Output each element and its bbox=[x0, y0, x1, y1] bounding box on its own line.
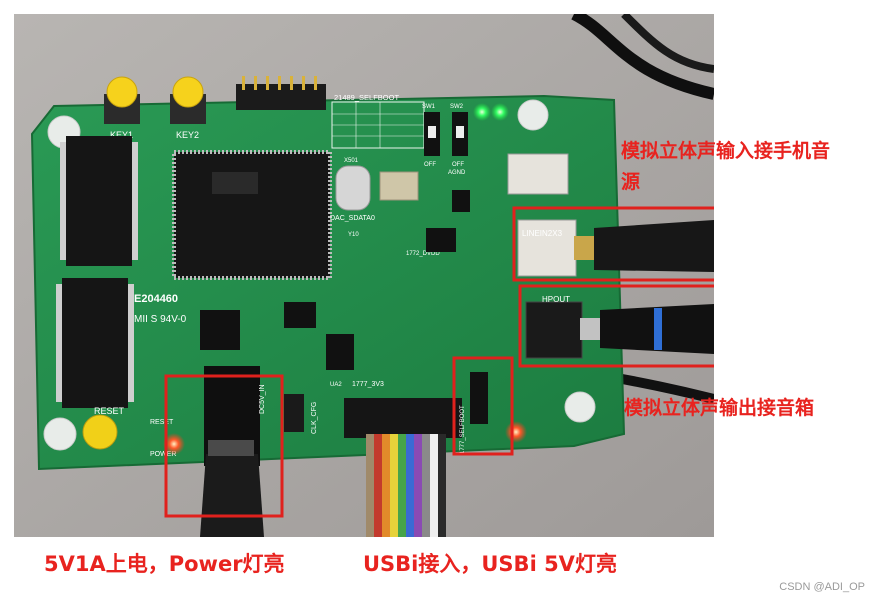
green-led-glow bbox=[491, 103, 509, 121]
power-label: POWER bbox=[150, 451, 176, 458]
key2-label: KEY2 bbox=[176, 130, 199, 140]
ic-chip bbox=[326, 334, 354, 370]
slide-switch-sw2-knob bbox=[456, 126, 464, 138]
usbi-led-glow bbox=[505, 421, 527, 443]
codec-chip bbox=[426, 228, 456, 252]
selfboot-table-title: 21489_SELFBOOT bbox=[334, 93, 399, 102]
power-highlight-box bbox=[164, 374, 284, 518]
reset-small-label: RESET bbox=[150, 419, 174, 426]
audio-jack-hpout bbox=[525, 301, 583, 359]
crystal-x501 bbox=[335, 165, 371, 211]
audio-jack-linein bbox=[517, 219, 577, 277]
dc-cable bbox=[200, 454, 264, 537]
sdram-chip-bottom bbox=[62, 278, 128, 408]
power-caption: 5V1A上电，Power灯亮 bbox=[44, 552, 285, 576]
audio-plug-silver bbox=[580, 318, 600, 340]
mounting-hole bbox=[43, 417, 77, 451]
codec-chip bbox=[452, 190, 470, 212]
key1-button bbox=[106, 76, 138, 108]
dac-sdata0-label: DAC_SDATA0 bbox=[330, 215, 375, 222]
green-led-glow bbox=[473, 103, 491, 121]
off-label: OFF bbox=[424, 162, 436, 168]
key2-button bbox=[172, 76, 204, 108]
audio-plug bbox=[594, 220, 714, 272]
chip-pins bbox=[60, 142, 138, 260]
off-label: OFF bbox=[452, 162, 464, 168]
linein-highlight-box bbox=[512, 206, 714, 282]
sw1-label: SW1 bbox=[422, 104, 436, 110]
stereo-input-annotation: 模拟立体声输入接手机音源 bbox=[621, 140, 831, 193]
dc5v-in-label: DC5V_IN bbox=[259, 384, 266, 414]
agnd-label: AGND bbox=[448, 170, 466, 176]
usbi-highlight-box bbox=[452, 356, 514, 456]
blue-ring bbox=[654, 308, 662, 350]
selfboot-side-label: 1777_SELFBOOT bbox=[460, 405, 466, 454]
selfboot-table-grid bbox=[332, 102, 424, 148]
sw2-label: SW2 bbox=[450, 104, 464, 110]
mounting-hole bbox=[564, 391, 596, 423]
clk-cfg-switch bbox=[284, 394, 304, 432]
key1-label: KEY1 bbox=[110, 130, 133, 140]
mounting-hole bbox=[517, 99, 549, 131]
clk-cfg-label: CLK_CFG bbox=[311, 402, 318, 434]
audio-jack-input-1 bbox=[507, 153, 569, 195]
header-pins bbox=[242, 76, 317, 90]
dc-plug-ring bbox=[208, 440, 254, 456]
usbi-connector bbox=[344, 398, 462, 438]
ic-chip bbox=[284, 302, 316, 328]
board-photo: KEY1 KEY2 21489_SELFBOOT SW1 SW2 OFF OFF… bbox=[14, 14, 714, 537]
ribbon-cable bbox=[366, 434, 446, 537]
usbi-caption: USBi接入，USBi 5V灯亮 bbox=[363, 552, 617, 576]
audio-plug-gold bbox=[574, 236, 594, 260]
ic-chip bbox=[200, 310, 240, 350]
oscillator bbox=[379, 171, 419, 201]
y10-label: Y10 bbox=[348, 232, 359, 238]
selfboot-switch bbox=[470, 372, 488, 424]
ua2-label: UA2 bbox=[330, 382, 342, 388]
watermark: CSDN @ADI_OP bbox=[779, 581, 865, 593]
hpout-highlight-box bbox=[518, 284, 714, 368]
linein-label: LINEIN2X3 bbox=[522, 229, 563, 238]
black-cable bbox=[621, 14, 714, 73]
mii-text: MII S 94V-0 bbox=[134, 314, 187, 325]
analog-devices-logo bbox=[212, 172, 258, 194]
hpout-label: HPOUT bbox=[542, 295, 570, 304]
chip-pins bbox=[56, 284, 134, 402]
usbi-3v3-label: 1777_3V3 bbox=[352, 381, 384, 388]
power-led-glow bbox=[163, 433, 185, 455]
stereo-output-annotation: 模拟立体声输出接音箱 bbox=[624, 397, 815, 419]
part-number: E204460 bbox=[134, 293, 178, 305]
slide-switch-sw1-knob bbox=[428, 126, 436, 138]
reset-button bbox=[82, 414, 118, 450]
reset-label: RESET bbox=[94, 406, 125, 416]
dsp-chip bbox=[172, 150, 332, 280]
x501-label: X501 bbox=[344, 158, 359, 164]
dvdd-label: 1772_DVDD bbox=[406, 251, 440, 257]
sdram-chip-top bbox=[66, 136, 132, 266]
black-cable bbox=[571, 14, 714, 100]
